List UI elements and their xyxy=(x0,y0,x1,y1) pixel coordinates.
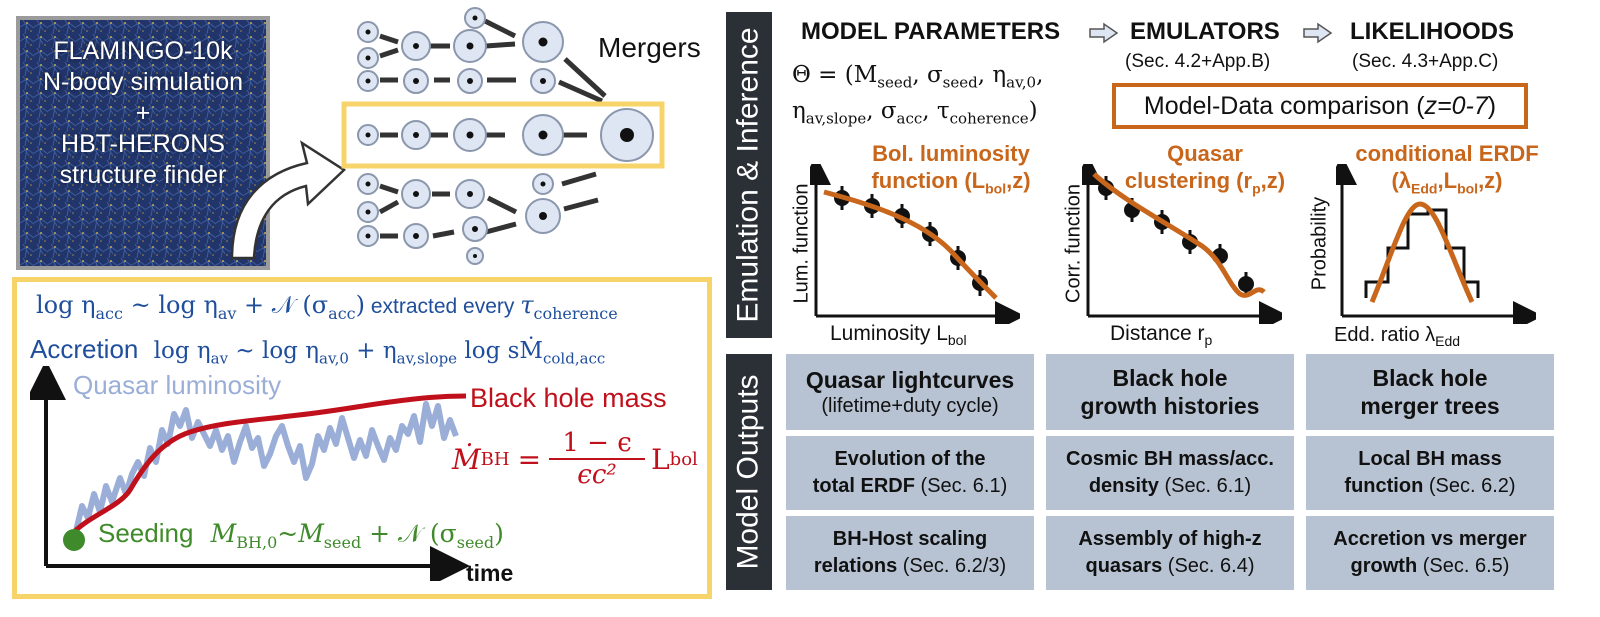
plot1-ylabel: Lum. function xyxy=(790,183,813,304)
accretion-time-plot xyxy=(30,366,470,581)
likelihoods-reference: (Sec. 4.3+App.C) xyxy=(1352,51,1499,72)
plot3-ylabel: Probability xyxy=(1308,196,1331,291)
plot3-xlabel: Edd. ratio λEdd xyxy=(1334,324,1461,349)
time-axis-label: time xyxy=(466,560,514,586)
theta-line-2: ηav,slope, σacc, τcoherence) xyxy=(792,98,1038,128)
fraction-bar xyxy=(549,458,646,460)
accretion-equation-2: Accretion log ηav ~ log ηav,0 + ηav,slop… xyxy=(30,334,606,368)
output-cell-high-z-quasars: Assembly of high-z quasars (Sec. 6.4) xyxy=(1046,516,1294,590)
sim-line-3: + xyxy=(135,99,151,127)
header-emulators: EMULATORS xyxy=(1130,18,1280,45)
sim-line-4: HBT-HERONS xyxy=(61,130,225,158)
emulators-reference: (Sec. 4.2+App.B) xyxy=(1125,51,1271,72)
output-cell-bh-growth-histories: Black hole growth histories xyxy=(1046,354,1294,430)
plot1-xlabel: Luminosity Lbol xyxy=(830,322,967,349)
plot3-title: conditional ERDF (λEdd,Lbol,z) xyxy=(1355,141,1539,197)
quasar-luminosity-curve xyxy=(73,401,459,532)
simulation-caption: FLAMINGO-10k N-body simulation + HBT-HER… xyxy=(20,36,266,191)
arrow-right-icon-2 xyxy=(1303,22,1333,44)
header-model-parameters: MODEL PARAMETERS xyxy=(801,18,1061,45)
merger-tree-diagram xyxy=(341,7,665,265)
plot2-clustering xyxy=(1082,164,1282,324)
black-hole-mass-curve xyxy=(72,393,467,534)
simulation-image: FLAMINGO-10k N-body simulation + HBT-HER… xyxy=(16,16,270,270)
arrow-right-icon xyxy=(1089,22,1119,44)
curved-arrow-icon xyxy=(230,140,347,260)
mergers-label: Mergers xyxy=(598,32,701,63)
theta-line-1: Θ = (Mseed, σseed, ηav,0, xyxy=(792,62,1044,92)
plot2-title: Quasar clustering (rp,z) xyxy=(1124,141,1286,197)
black-hole-mass-label: Black hole mass xyxy=(470,383,667,413)
output-cell-cosmic-density: Cosmic BH mass/acc. density (Sec. 6.1) xyxy=(1046,436,1294,510)
seeding-equation: Seeding MBH,0~Mseed + 𝒩 (σseed) xyxy=(98,518,504,552)
model-outputs-label: Model Outputs xyxy=(726,354,772,590)
plot3-erdf xyxy=(1336,164,1536,324)
accretion-word: Accretion xyxy=(30,334,139,364)
seed-point xyxy=(63,529,85,551)
sim-line-5: structure finder xyxy=(59,161,227,189)
sim-line-2: N-body simulation xyxy=(42,68,244,96)
output-cell-accretion-vs-merger: Accretion vs merger growth (Sec. 6.5) xyxy=(1306,516,1554,590)
model-data-comparison-box: Model-Data comparison (z=0-7) xyxy=(1112,83,1528,129)
cosmic-web-texture xyxy=(20,20,266,266)
quasar-luminosity-label: Quasar luminosity xyxy=(73,370,282,400)
output-cell-erdf-evolution: Evolution of the total ERDF (Sec. 6.1) xyxy=(786,436,1034,510)
output-cell-local-bh-mass-function: Local BH mass function (Sec. 6.2) xyxy=(1306,436,1554,510)
output-cell-bh-host-scaling: BH-Host scaling relations (Sec. 6.2/3) xyxy=(786,516,1034,590)
fraction-denominator: ϵc² xyxy=(577,460,617,490)
fraction-numerator: 1 − ϵ xyxy=(562,428,632,458)
output-cell-bh-merger-trees: Black hole merger trees xyxy=(1306,354,1554,430)
accretion-equation-1: log ηacc ~ log ηav + 𝒩 (σacc) extracted … xyxy=(36,291,618,323)
accretion-panel xyxy=(12,277,712,599)
plot1-luminosity-function xyxy=(810,164,1020,324)
plot1-title: Bol. luminosity function (Lbol,z) xyxy=(871,141,1031,197)
output-cell-quasar-lightcurves: Quasar lightcurves (lifetime+duty cycle) xyxy=(786,354,1034,430)
emulation-inference-label: Emulation & Inference xyxy=(726,12,772,338)
plot2-ylabel: Corr. function xyxy=(1062,184,1085,303)
header-likelihoods: LIKELIHOODS xyxy=(1350,18,1515,45)
sim-line-1: FLAMINGO-10k xyxy=(53,37,233,65)
plot2-xlabel: Distance rp xyxy=(1110,322,1213,349)
